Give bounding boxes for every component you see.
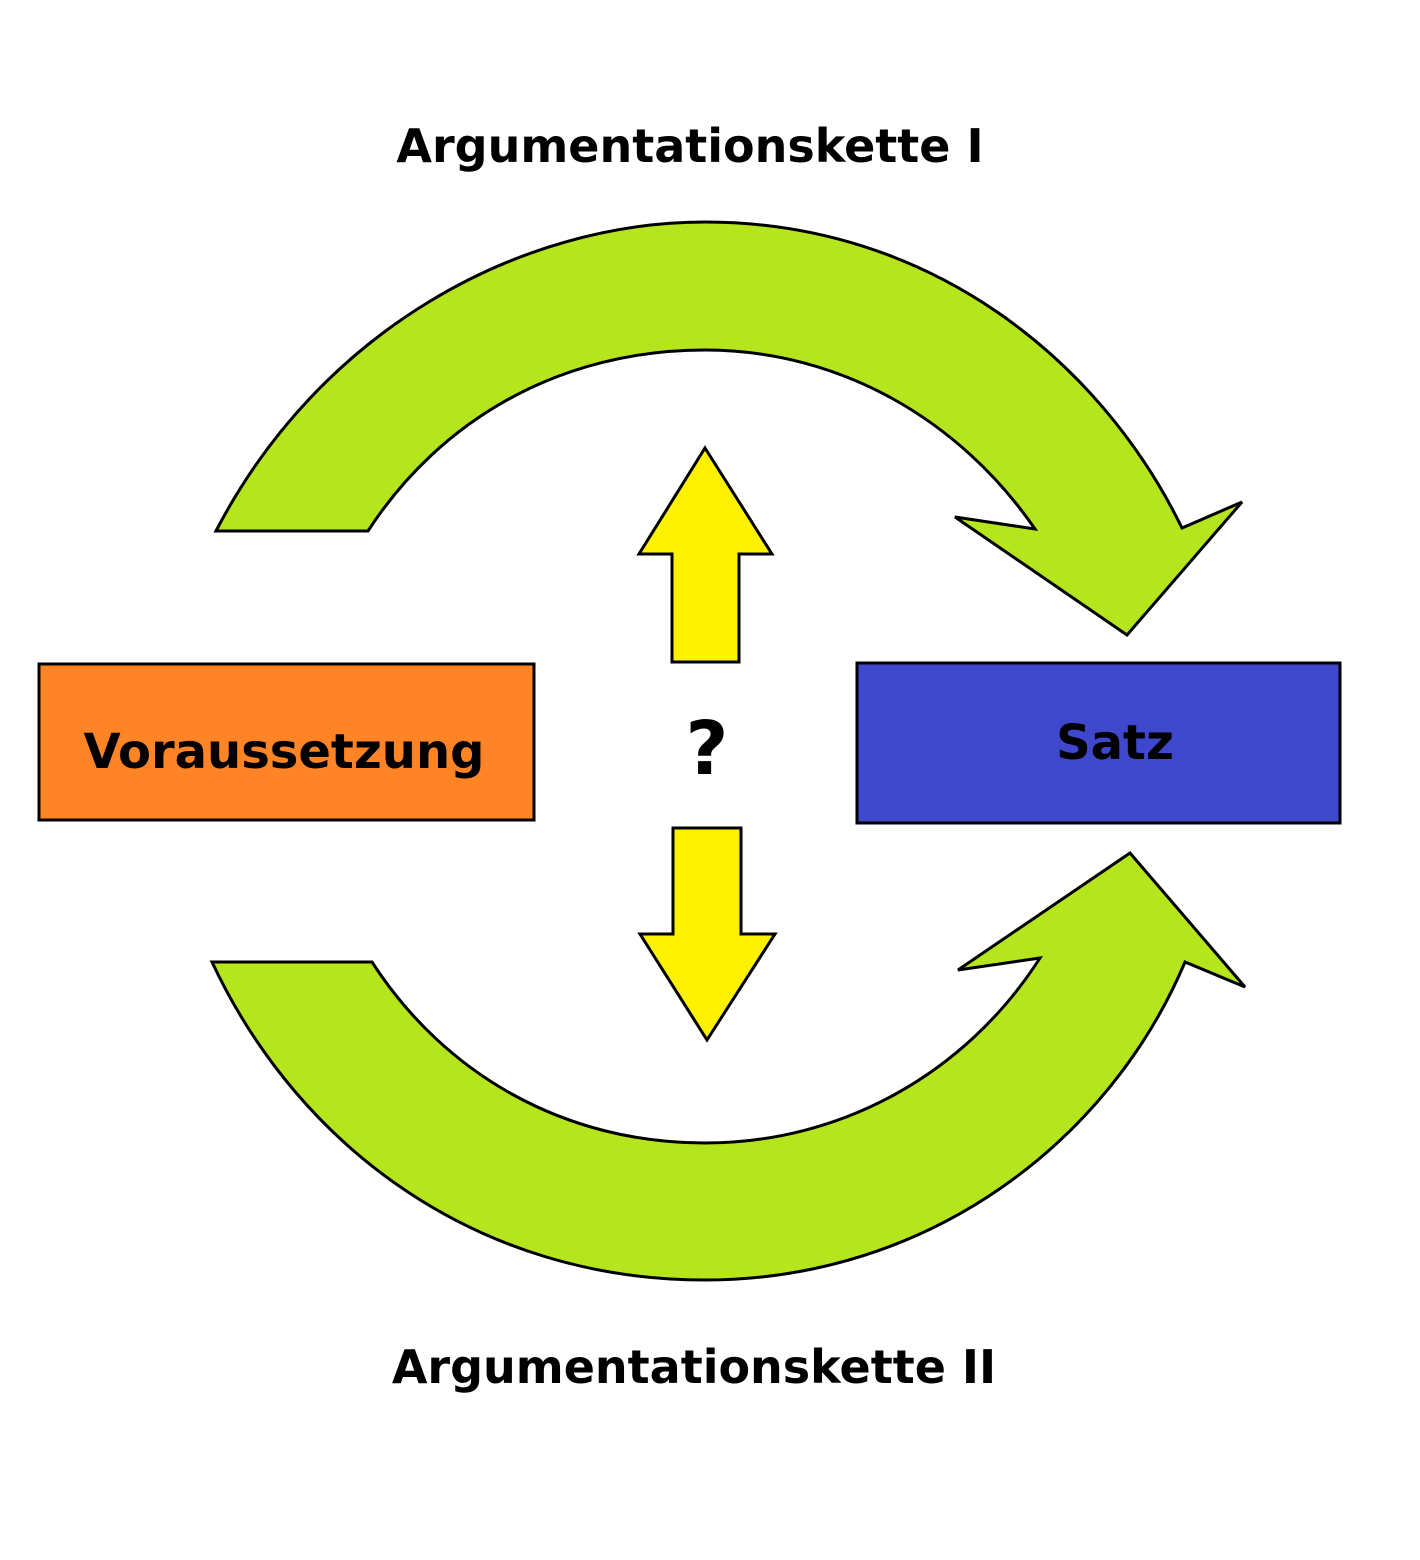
voraussetzung-label: Voraussetzung	[83, 724, 484, 780]
question-mark: ?	[686, 706, 729, 792]
satz-box-shape	[855, 661, 1342, 825]
satz-label: Satz	[1056, 715, 1174, 771]
bottom-curved-arrow-icon	[209, 851, 1247, 1282]
voraussetzung-box-shape	[37, 662, 536, 822]
down-arrow-icon	[637, 826, 778, 1043]
top-curved-arrow-icon	[213, 220, 1244, 637]
title-argumentationskette-ii: Argumentationskette II	[392, 1340, 996, 1394]
title-argumentationskette-i: Argumentationskette I	[396, 119, 983, 173]
up-arrow-icon	[636, 445, 775, 664]
voraussetzung-box: Voraussetzung	[37, 662, 536, 822]
satz-box: Satz	[855, 661, 1342, 825]
